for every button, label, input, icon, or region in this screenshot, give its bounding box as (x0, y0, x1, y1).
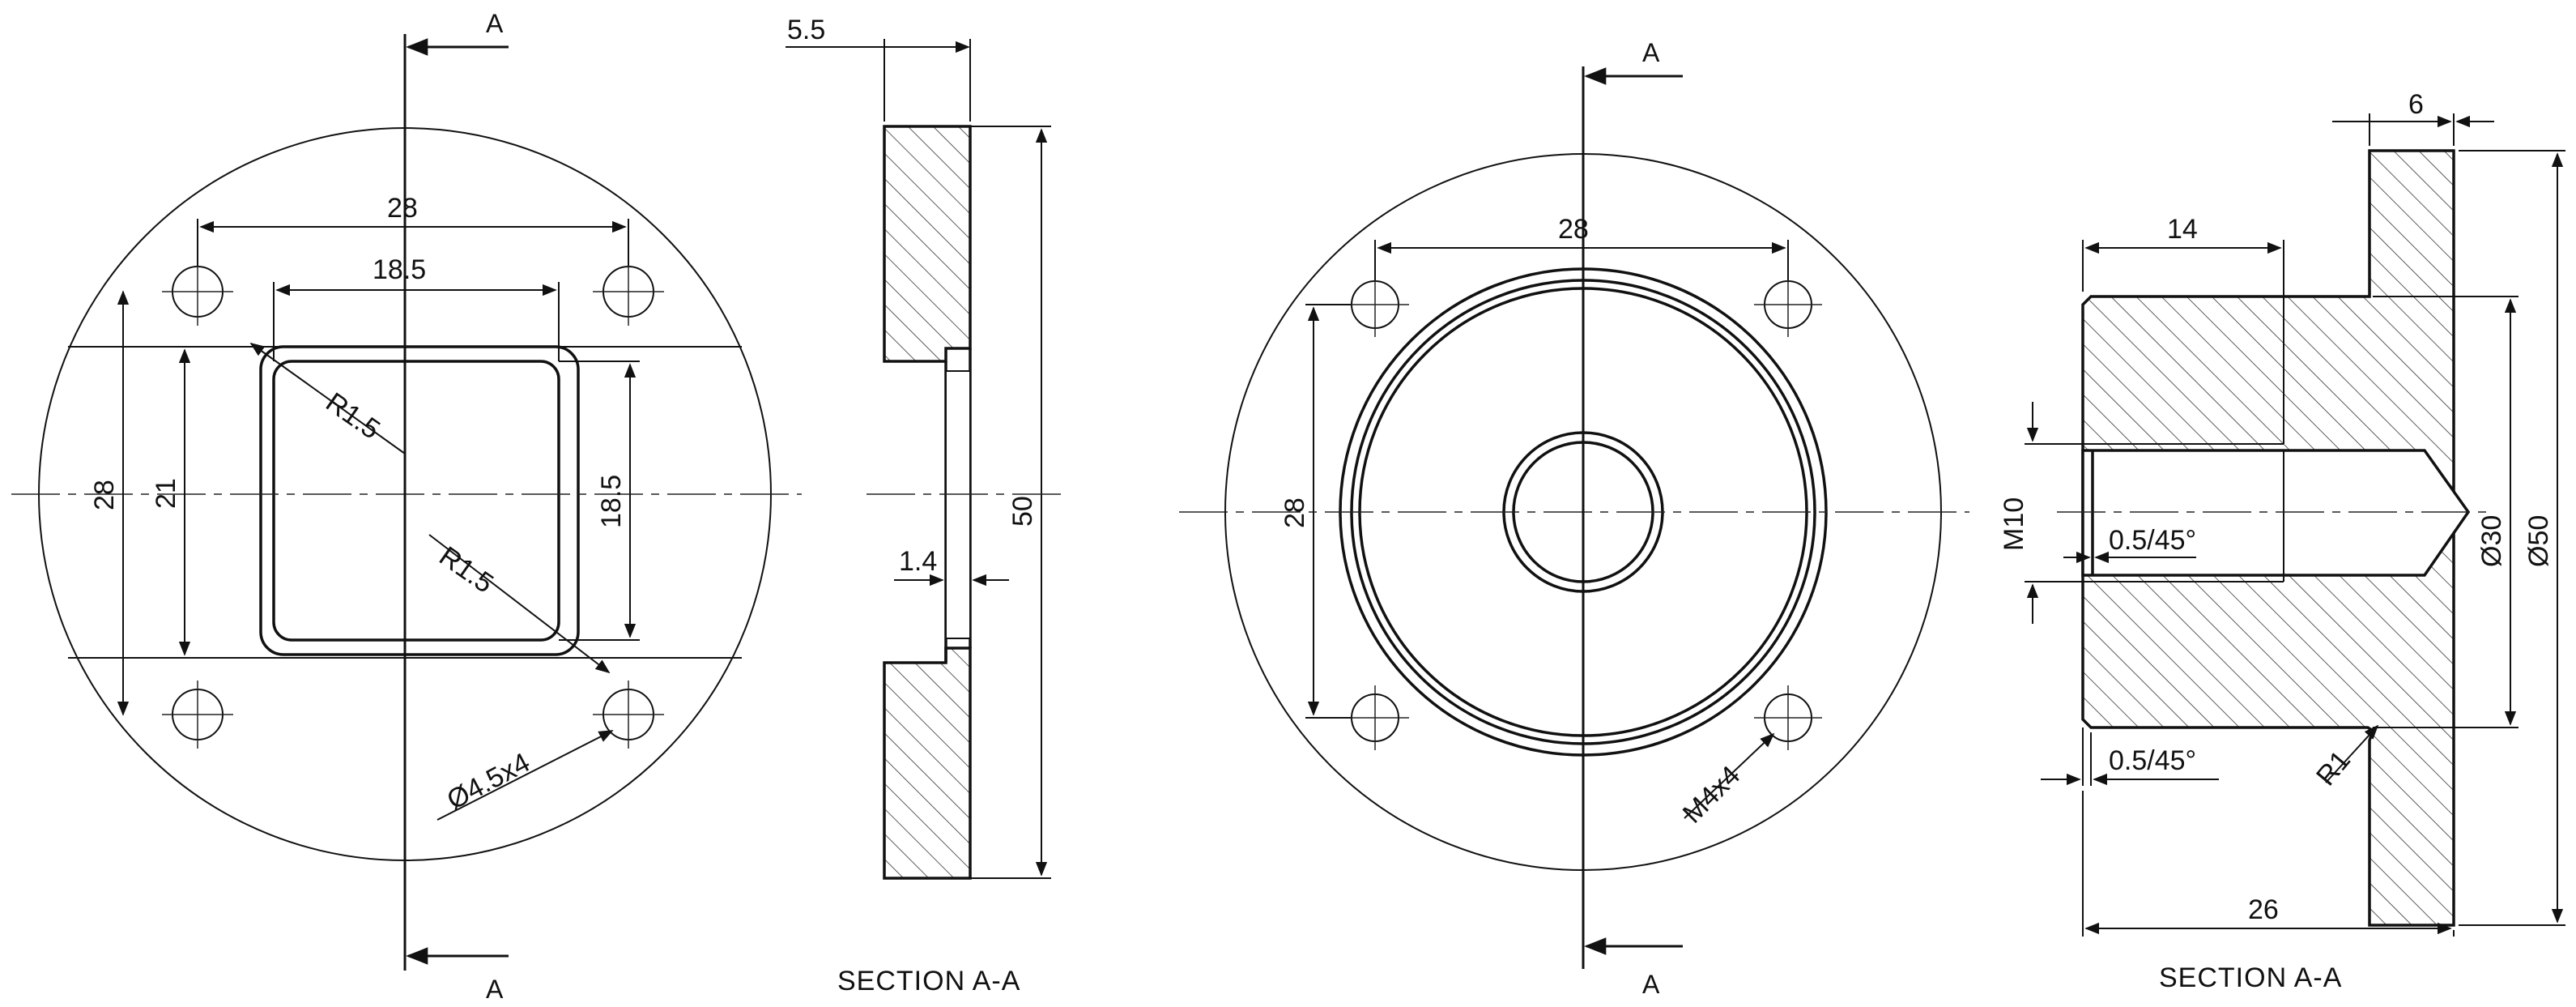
right-dim-length: 26 (2248, 894, 2279, 925)
right-dim-d30: Ø30 (2476, 515, 2507, 567)
left-section-view: 5.5 50 1.4 SECTION A-A (786, 15, 1069, 996)
right-section-title: SECTION A-A (2159, 962, 2342, 993)
right-section-view: 6 14 M10 0.5/45° 0.5/45° R1 Ø30 (1999, 89, 2565, 993)
left-section-body-top (883, 125, 972, 363)
right-cutting-label-bottom: A (1642, 970, 1660, 999)
left-dim-height: 50 (1007, 496, 1038, 527)
right-dim-hole-spacing-v: 28 (1279, 497, 1310, 528)
right-dim-flange: 6 (2408, 89, 2424, 120)
left-dim-left-21: 21 (151, 478, 181, 509)
right-fillet-leader (2325, 724, 2379, 783)
right-dim-thread: M10 (1999, 497, 2029, 551)
right-dim-hole-spacing-h: 28 (1558, 214, 1589, 245)
left-section-web-face (945, 370, 971, 639)
right-dim-chamfer-outer: 0.5/45° (2109, 745, 2196, 776)
left-dim-pocket-height: 18.5 (596, 475, 627, 528)
left-cutting-label-bottom: A (486, 975, 504, 1004)
left-dim-web: 1.4 (899, 546, 937, 577)
right-dim-boss: 14 (2167, 214, 2198, 245)
left-section-title: SECTION A-A (837, 966, 1020, 996)
left-r-upper-leader (249, 342, 406, 454)
left-dim-left-28: 28 (89, 480, 120, 510)
right-dim-d50: Ø50 (2523, 515, 2554, 567)
right-dim-chamfer-inner: 0.5/45° (2109, 525, 2196, 556)
right-front-view: A A 28 28 M4x4 (1179, 38, 1969, 999)
left-dim-holes: Ø4.5x4 (442, 747, 535, 816)
right-threads-leader (1684, 732, 1775, 819)
left-cutting-label-top: A (486, 9, 504, 38)
left-hole-centrelines (162, 258, 664, 749)
left-r-lower-leader (428, 534, 611, 674)
left-dim-r-lower: R1.5 (433, 540, 499, 599)
right-dim-fillet: R1 (2310, 745, 2357, 792)
left-dim-pocket-width: 18.5 (373, 254, 426, 285)
left-pocket-outer (259, 345, 580, 656)
right-cutting-label-top: A (1642, 38, 1660, 67)
right-section-bore (2081, 449, 2471, 577)
left-holes-leader (436, 730, 614, 821)
left-dim-r-upper: R1.5 (320, 386, 385, 445)
left-front-view: A A 28 18.5 28 21 18.5 R1.5 R1.5 Ø4. (11, 9, 802, 1004)
left-section-body-bottom (883, 646, 972, 880)
left-dim-thickness: 5.5 (787, 15, 825, 45)
left-pocket-inner (272, 360, 560, 642)
left-dim-hole-spacing: 28 (387, 193, 418, 224)
right-hole-centrelines (1341, 272, 1822, 750)
